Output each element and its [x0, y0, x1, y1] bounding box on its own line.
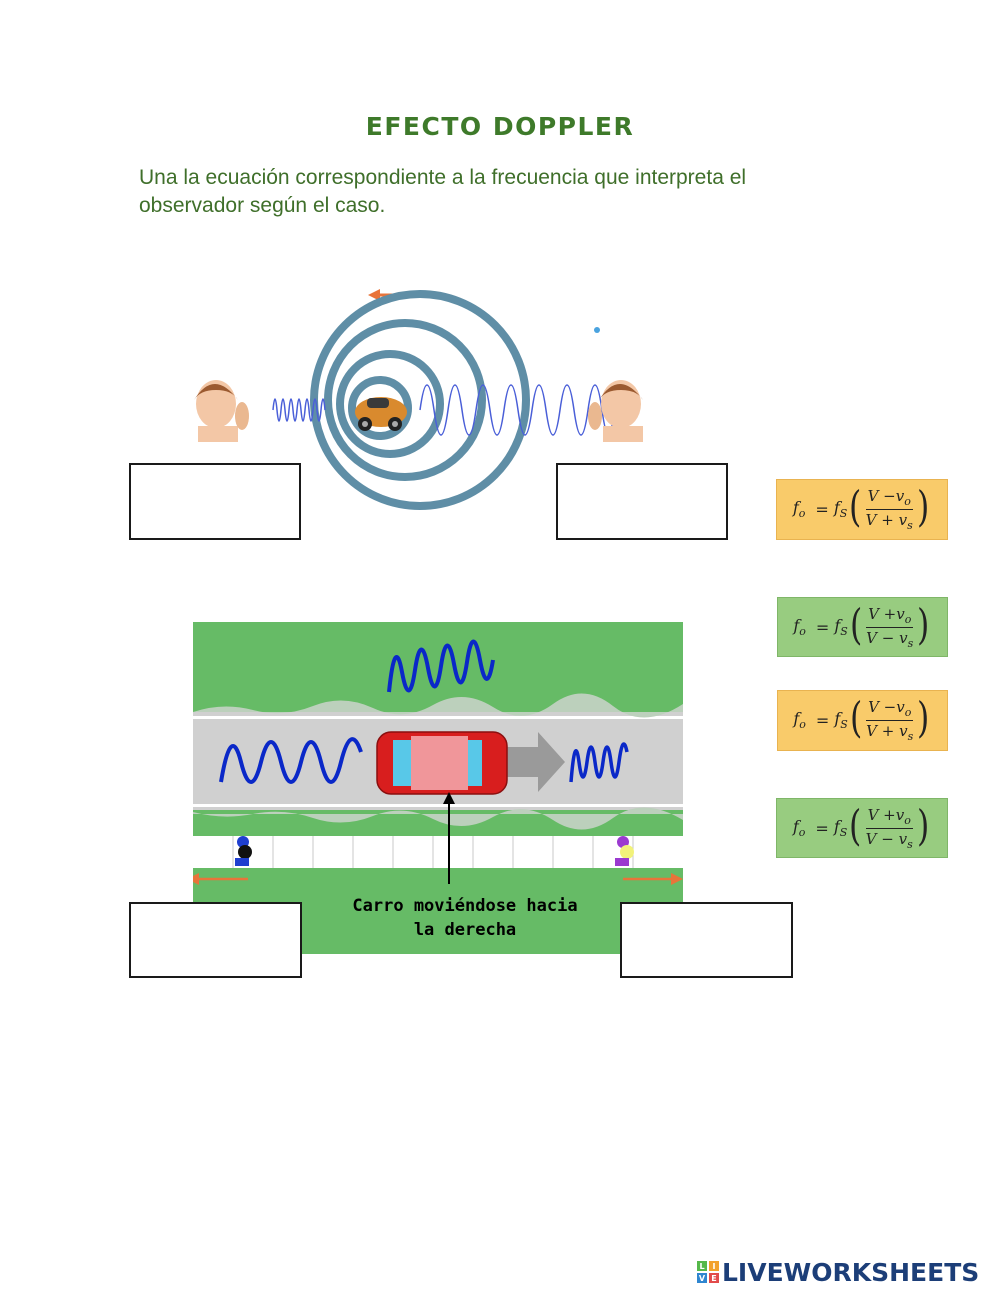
- upper-wave: [387, 639, 495, 693]
- instructions: Una la ecuación correspondiente a la fre…: [139, 166, 747, 217]
- car-icon: [355, 397, 407, 431]
- page-title: EFECTO DOPPLER: [365, 112, 635, 141]
- doppler-source-illustration: [194, 289, 643, 510]
- decorative-dot: [594, 327, 600, 333]
- red-car-icon: [376, 731, 508, 795]
- road-illustration: [193, 622, 683, 954]
- right-wave: [569, 742, 629, 783]
- left-orange-arrow-icon: [193, 873, 248, 885]
- sidewalk-tiles: [232, 836, 634, 868]
- brand-logo: L I V E LIVEWORKSHEETS: [697, 1254, 979, 1290]
- pointer-arrow-icon: [443, 792, 455, 884]
- compressed-wave: [272, 398, 326, 422]
- right-listener-icon: [588, 380, 643, 442]
- svg-text:L: L: [699, 1262, 704, 1271]
- liveworksheets-logo-icon: L I V E: [697, 1261, 719, 1283]
- left-wave: [219, 737, 363, 784]
- right-observer-icon: [615, 836, 634, 866]
- left-listener-icon: [194, 380, 249, 442]
- brand-name: LIVEWORKSHEETS: [722, 1257, 980, 1287]
- drop-box-bottom-left[interactable]: [129, 902, 302, 978]
- stretched-wave: [419, 384, 615, 436]
- road-caption: Carro moviéndose hacia la derecha: [300, 894, 630, 942]
- right-orange-arrow-icon: [623, 873, 683, 885]
- svg-text:I: I: [713, 1262, 716, 1271]
- drop-box-top-left[interactable]: [129, 463, 301, 540]
- road-caption-line1: Carro moviéndose hacia: [352, 896, 578, 916]
- road-caption-line2: la derecha: [413, 920, 517, 940]
- drop-box-top-right[interactable]: [556, 463, 728, 540]
- wave-fronts: [310, 290, 530, 510]
- left-observer-icon: [235, 836, 252, 866]
- drop-box-bottom-right[interactable]: [620, 902, 793, 978]
- direction-arrow-icon: [505, 732, 565, 792]
- svg-text:E: E: [711, 1274, 716, 1283]
- svg-text:V: V: [699, 1274, 706, 1283]
